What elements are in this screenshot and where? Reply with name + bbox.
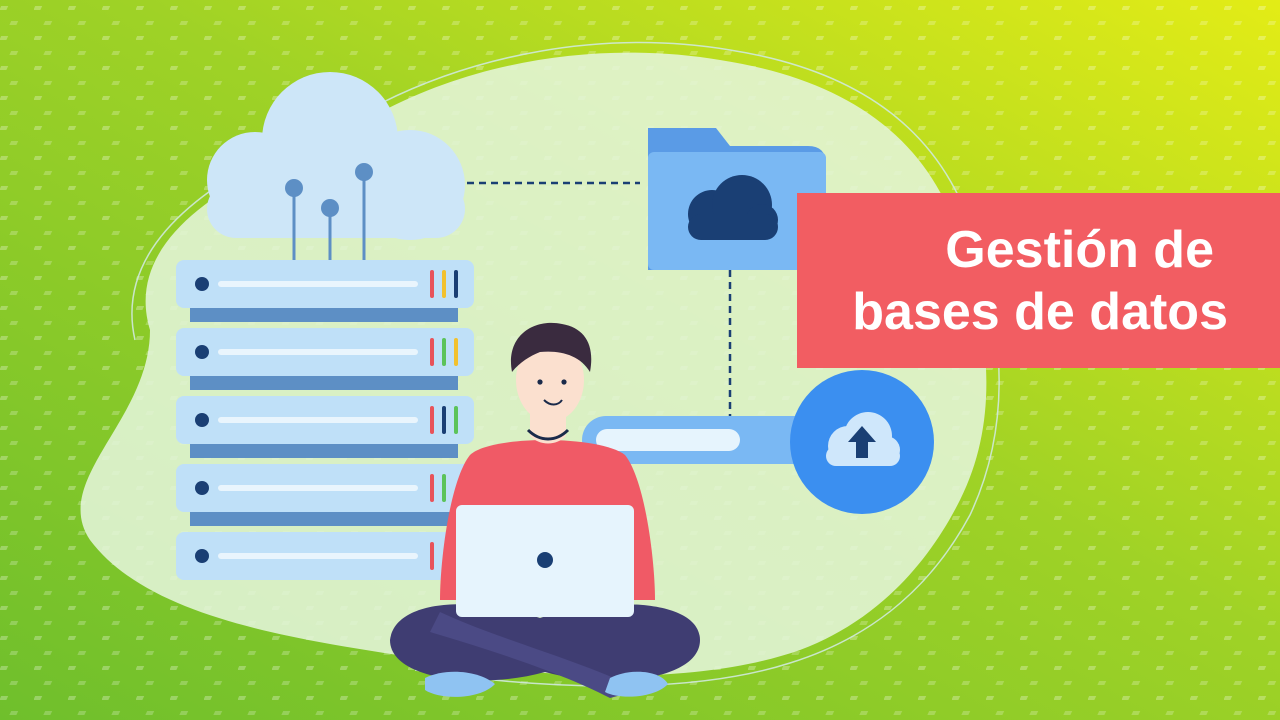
upload-cloud-icon: [790, 370, 934, 514]
network-pins: [292, 174, 366, 262]
server-rack-icon: [176, 260, 474, 580]
person-illustration: [390, 322, 700, 698]
title-line-2: bases de datos: [852, 282, 1228, 341]
title-line-1: Gestión de: [945, 220, 1214, 279]
upload-progress-bar: [582, 416, 842, 464]
title-banner: Gestión de bases de datos: [797, 193, 1280, 368]
folder-cloud-icon: [648, 128, 826, 270]
